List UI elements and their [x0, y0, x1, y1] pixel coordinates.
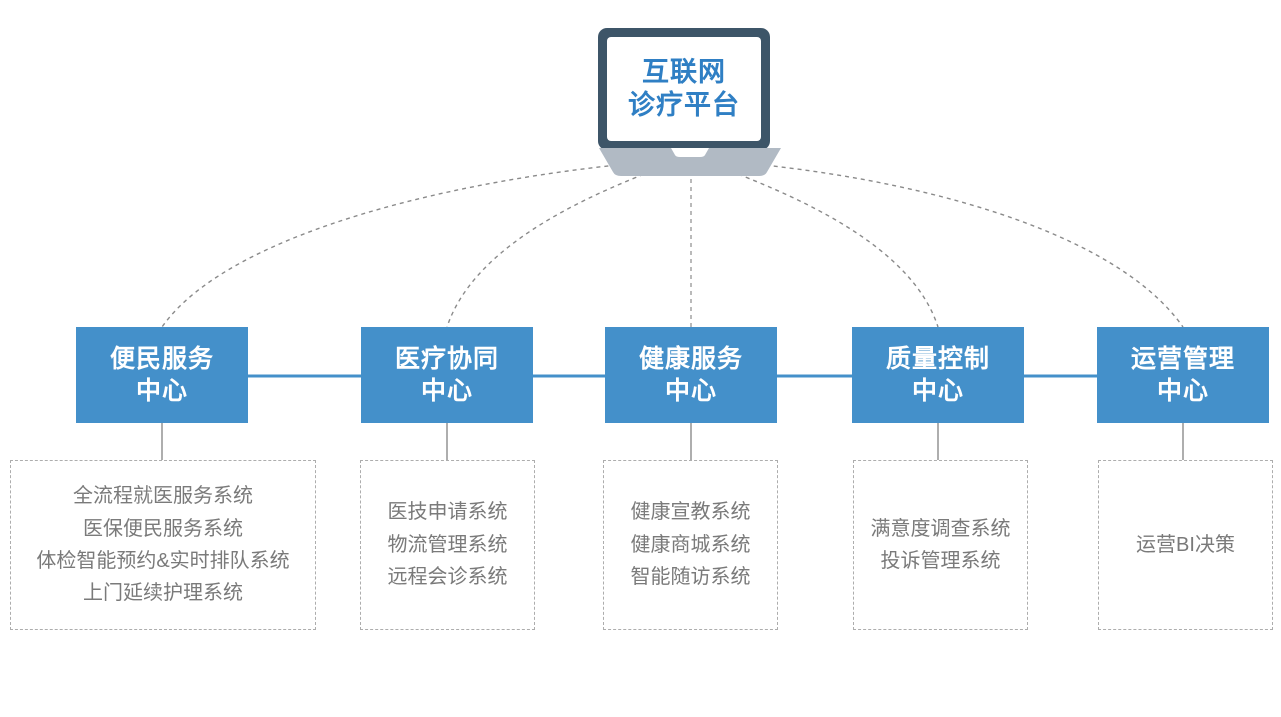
subsystem-item: 运营BI决策	[1136, 533, 1235, 556]
hub-title-line1: 互联网	[642, 57, 726, 88]
center-node-title-line1: 健康服务	[638, 345, 743, 373]
subsystem-item: 健康宣教系统	[630, 501, 751, 524]
laptop-icon: 互联网 诊疗平台	[591, 28, 789, 176]
hub-title-line2: 诊疗平台	[628, 90, 740, 120]
subsystem-item: 满意度调查系统	[870, 517, 1011, 540]
center-node-title-line1: 医疗协同	[394, 345, 499, 373]
laptop-base	[599, 148, 781, 176]
center-node-zhiliang-kongzhi[interactable]: 质量控制 中心	[852, 327, 1024, 423]
center-node-jiankang-fuwu[interactable]: 健康服务 中心	[605, 327, 777, 423]
center-node-title-line1: 便民服务	[109, 345, 214, 373]
arc-to-center-4	[700, 159, 939, 328]
subsystem-item: 智能随访系统	[630, 566, 751, 589]
subsystem-item: 全流程就医服务系统	[73, 485, 253, 508]
center-node-yunying-guanli[interactable]: 运营管理 中心	[1097, 327, 1269, 423]
center-node-title-line2: 中心	[420, 377, 473, 405]
center-node-title-line2: 中心	[135, 377, 188, 405]
subsystem-item: 医保便民服务系统	[83, 517, 243, 540]
center-node-title-line2: 中心	[911, 377, 964, 405]
center-node-title-line2: 中心	[664, 377, 717, 405]
center-node-title-line1: 质量控制	[885, 345, 990, 373]
arc-to-center-5	[709, 159, 1184, 328]
laptop-lid: 互联网 诊疗平台	[598, 28, 770, 150]
subsystem-item: 远程会诊系统	[387, 566, 508, 589]
subsystem-item: 体检智能预约&实时排队系统	[36, 550, 290, 572]
arc-to-center-1	[161, 159, 673, 328]
subsystem-box-yiliao-xietong: 医技申请系统 物流管理系统 远程会诊系统	[360, 460, 535, 630]
center-node-bianmin[interactable]: 便民服务 中心	[76, 327, 248, 423]
subsystem-box-bianmin: 全流程就医服务系统 医保便民服务系统 体检智能预约&实时排队系统 上门延续护理系…	[10, 460, 316, 630]
subsystem-box-zhiliang-kongzhi: 满意度调查系统 投诉管理系统	[853, 460, 1028, 630]
subsystem-item: 上门延续护理系统	[83, 582, 243, 605]
subsystem-item: 健康商城系统	[630, 533, 751, 556]
laptop-screen: 互联网 诊疗平台	[607, 37, 761, 141]
subsystem-item: 投诉管理系统	[880, 550, 1001, 572]
center-node-title-line2: 中心	[1156, 377, 1209, 405]
subsystem-box-jiankang-fuwu: 健康宣教系统 健康商城系统 智能随访系统	[603, 460, 778, 630]
arc-to-center-2	[446, 159, 682, 328]
subsystem-item: 物流管理系统	[387, 533, 508, 556]
subsystem-item: 医技申请系统	[387, 501, 508, 524]
center-node-title-line1: 运营管理	[1130, 345, 1235, 373]
center-node-yiliao-xietong[interactable]: 医疗协同 中心	[361, 327, 533, 423]
subsystem-box-yunying-guanli: 运营BI决策	[1098, 460, 1273, 630]
